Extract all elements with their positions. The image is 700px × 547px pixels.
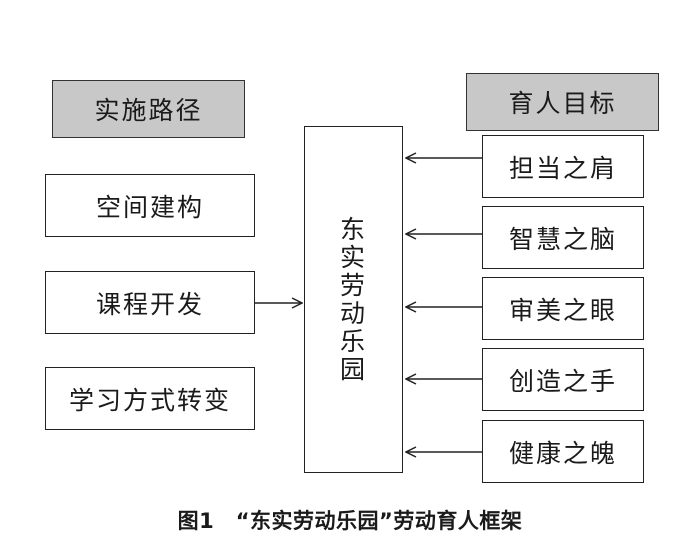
goal-box-label: 创造之手 bbox=[508, 366, 617, 396]
figure-caption: 图1 “东实劳动乐园”劳动育人框架 bbox=[177, 509, 523, 533]
education-goal-header-label: 育人目标 bbox=[508, 89, 617, 118]
implementation-path-header-label: 实施路径 bbox=[94, 96, 203, 125]
path-box-label: 课程开发 bbox=[95, 289, 204, 319]
center-char: 乐 bbox=[339, 326, 367, 356]
goal-box-label: 健康之魄 bbox=[508, 438, 617, 468]
goal-box-health: 健康之魄 bbox=[482, 420, 644, 483]
goal-box-label: 担当之肩 bbox=[508, 153, 617, 183]
center-char: 东 bbox=[339, 214, 367, 244]
path-box-label: 空间建构 bbox=[95, 192, 204, 222]
center-char: 实 bbox=[339, 242, 367, 272]
path-box-curriculum: 课程开发 bbox=[45, 271, 255, 334]
goal-box-responsibility: 担当之肩 bbox=[482, 135, 644, 198]
goal-box-creativity: 创造之手 bbox=[482, 348, 644, 411]
goal-box-label: 智慧之脑 bbox=[508, 224, 617, 254]
goal-box-aesthetic: 审美之眼 bbox=[482, 277, 644, 340]
goal-box-wisdom: 智慧之脑 bbox=[482, 206, 644, 269]
labor-park-center-box: 东 实 劳 动 乐 园 bbox=[304, 126, 403, 473]
path-box-label: 学习方式转变 bbox=[68, 385, 231, 415]
center-char: 园 bbox=[339, 354, 367, 384]
goal-box-label: 审美之眼 bbox=[508, 295, 617, 325]
center-char: 劳 bbox=[339, 270, 367, 300]
education-goal-header: 育人目标 bbox=[466, 73, 659, 131]
path-box-space: 空间建构 bbox=[45, 174, 255, 237]
center-char: 动 bbox=[339, 298, 367, 328]
path-box-learning: 学习方式转变 bbox=[45, 367, 255, 430]
implementation-path-header: 实施路径 bbox=[52, 80, 245, 138]
